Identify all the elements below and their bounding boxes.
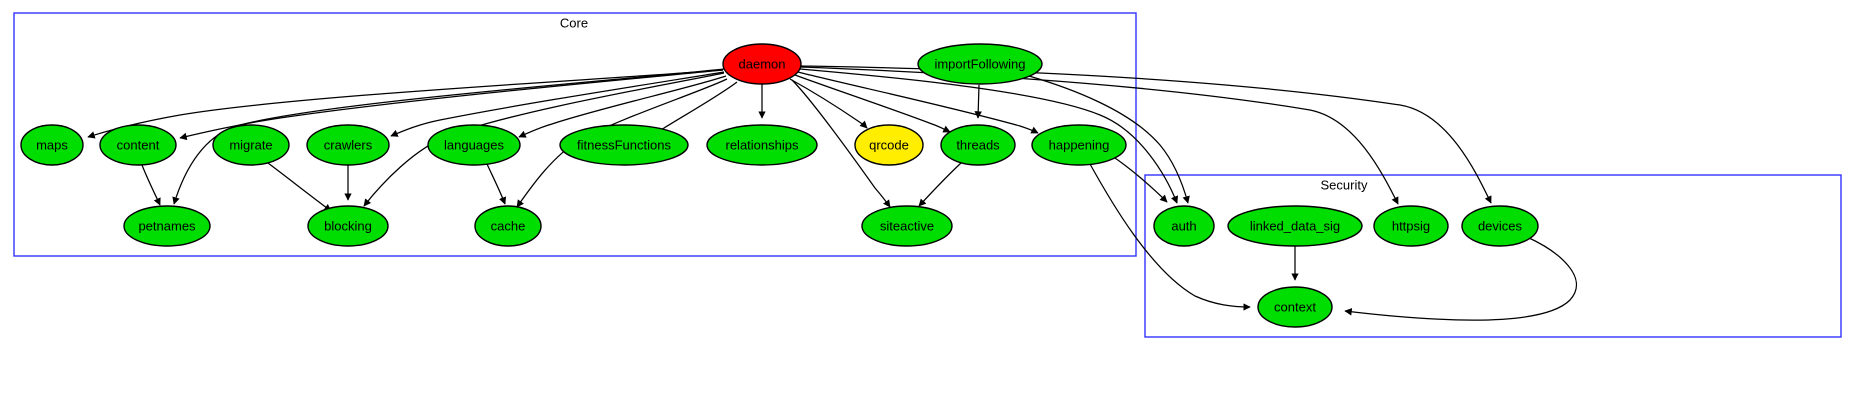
node-daemon[interactable]: daemon — [722, 43, 802, 85]
edge-migrate-to-blocking — [267, 162, 332, 212]
node-blocking[interactable]: blocking — [307, 205, 389, 247]
node-shape-languages[interactable] — [427, 124, 521, 166]
node-content[interactable]: content — [99, 124, 177, 166]
node-label-maps: maps — [36, 137, 68, 152]
node-label-linked_data_sig: linked_data_sig — [1250, 218, 1340, 233]
node-label-relationships: relationships — [726, 137, 799, 152]
node-label-blocking: blocking — [324, 218, 372, 233]
node-label-content: content — [117, 137, 160, 152]
node-shape-happening[interactable] — [1031, 124, 1127, 166]
node-label-daemon: daemon — [739, 56, 786, 71]
node-shape-crawlers[interactable] — [306, 124, 390, 166]
node-happening[interactable]: happening — [1031, 124, 1127, 166]
node-label-context: context — [1274, 299, 1316, 314]
node-shape-threads[interactable] — [940, 124, 1016, 166]
node-petnames[interactable]: petnames — [123, 205, 211, 247]
cluster-security: Security — [1144, 174, 1842, 338]
node-crawlers[interactable]: crawlers — [306, 124, 390, 166]
node-languages[interactable]: languages — [427, 124, 521, 166]
edge-languages-to-cache — [486, 163, 507, 205]
edge-daemon-to-threads — [794, 74, 951, 133]
edge-daemon-to-crawlers — [390, 71, 725, 137]
node-label-qrcode: qrcode — [869, 137, 909, 152]
edge-daemon-to-qrcode — [789, 78, 868, 129]
node-shape-linked_data_sig[interactable] — [1227, 205, 1363, 247]
node-label-happening: happening — [1049, 137, 1110, 152]
cluster-label-core: Core — [560, 15, 588, 30]
node-shape-qrcode[interactable] — [854, 124, 924, 166]
node-shape-migrate[interactable] — [212, 124, 290, 166]
edge-daemon-to-content — [179, 69, 724, 141]
node-label-auth: auth — [1171, 218, 1196, 233]
node-label-migrate: migrate — [229, 137, 272, 152]
node-context[interactable]: context — [1257, 286, 1333, 328]
node-label-httpsig: httpsig — [1392, 218, 1430, 233]
node-migrate[interactable]: migrate — [212, 124, 290, 166]
cluster-label-security: Security — [1321, 177, 1368, 192]
node-importFollowing[interactable]: importFollowing — [917, 43, 1043, 85]
edge-layer — [87, 65, 1577, 321]
node-shape-context[interactable] — [1257, 286, 1333, 328]
node-label-fitnessFunctions: fitnessFunctions — [577, 137, 671, 152]
node-maps[interactable]: maps — [20, 124, 84, 166]
node-shape-httpsig[interactable] — [1373, 205, 1449, 247]
node-relationships[interactable]: relationships — [706, 124, 818, 166]
node-qrcode[interactable]: qrcode — [854, 124, 924, 166]
node-label-cache: cache — [491, 218, 526, 233]
node-shape-devices[interactable] — [1461, 205, 1539, 247]
node-devices[interactable]: devices — [1461, 205, 1539, 247]
node-auth[interactable]: auth — [1153, 205, 1215, 247]
edge-daemon-to-auth — [799, 68, 1179, 204]
node-shape-content[interactable] — [99, 124, 177, 166]
edge-devices-to-context — [1344, 236, 1577, 321]
cluster-border-core — [13, 12, 1137, 257]
node-label-threads: threads — [956, 137, 1000, 152]
edge-daemon-to-languages — [518, 75, 727, 138]
node-cache[interactable]: cache — [474, 205, 542, 247]
edge-importFollowing-to-auth — [1028, 75, 1190, 204]
edge-happening-to-context — [1089, 163, 1251, 311]
node-linked_data_sig[interactable]: linked_data_sig — [1227, 205, 1363, 247]
node-label-languages: languages — [444, 137, 504, 152]
cluster-core: Core — [13, 12, 1137, 257]
node-fitnessFunctions[interactable]: fitnessFunctions — [559, 124, 689, 166]
edge-happening-to-auth — [1111, 155, 1168, 203]
node-httpsig[interactable]: httpsig — [1373, 205, 1449, 247]
edge-importFollowing-to-threads — [974, 84, 982, 119]
edge-content-to-petnames — [141, 164, 161, 206]
node-shape-daemon[interactable] — [722, 43, 802, 85]
node-threads[interactable]: threads — [940, 124, 1016, 166]
cluster-border-security — [1144, 174, 1842, 338]
node-shape-blocking[interactable] — [307, 205, 389, 247]
node-siteactive[interactable]: siteactive — [861, 205, 953, 247]
node-label-petnames: petnames — [138, 218, 196, 233]
node-label-devices: devices — [1478, 218, 1523, 233]
edge-threads-to-siteactive — [918, 162, 962, 207]
node-label-crawlers: crawlers — [324, 137, 373, 152]
node-shape-cache[interactable] — [474, 205, 542, 247]
node-shape-maps[interactable] — [20, 124, 84, 166]
node-layer: daemon importFollowing maps content migrate c… — [20, 43, 1539, 328]
edge-daemon-to-siteactive — [791, 79, 891, 208]
node-shape-auth[interactable] — [1153, 205, 1215, 247]
edge-daemon-to-httpsig — [800, 66, 1399, 205]
node-shape-siteactive[interactable] — [861, 205, 953, 247]
node-shape-fitnessFunctions[interactable] — [559, 124, 689, 166]
edge-daemon-to-devices — [800, 65, 1492, 204]
node-label-importFollowing: importFollowing — [934, 56, 1025, 71]
node-label-siteactive: siteactive — [880, 218, 934, 233]
edge-daemon-to-petnames — [172, 68, 725, 205]
node-shape-importFollowing[interactable] — [917, 43, 1043, 85]
node-shape-petnames[interactable] — [123, 205, 211, 247]
node-shape-relationships[interactable] — [706, 124, 818, 166]
